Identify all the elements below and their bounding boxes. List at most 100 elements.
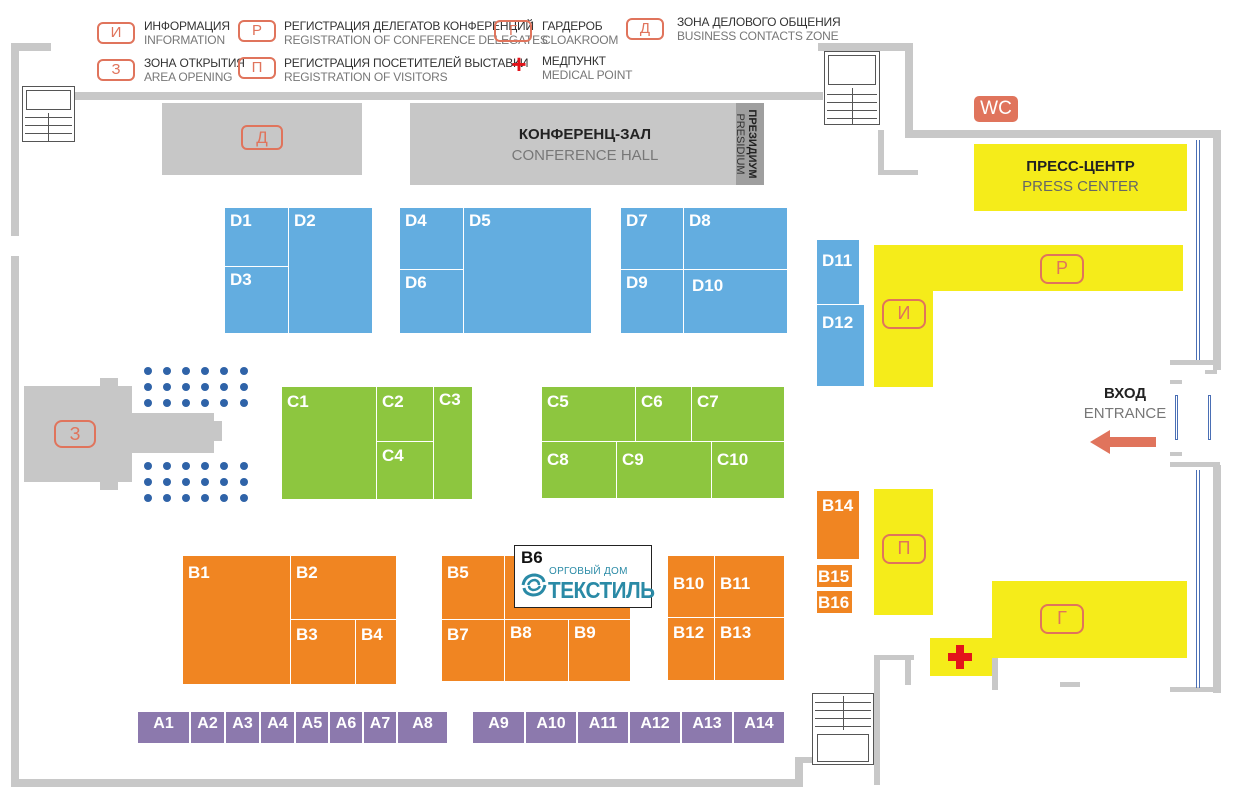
booth-d11[interactable]: D11 — [816, 239, 860, 305]
booth-a2[interactable]: A2 — [190, 711, 225, 744]
seat-dot — [163, 367, 171, 375]
legend-reg-delegates-en: REGISTRATION OF CONFERENCE DELEGATES — [284, 33, 548, 47]
booth-d4[interactable]: D4 — [399, 207, 464, 270]
seat-dot — [240, 399, 248, 407]
booth-b8[interactable]: B8 — [504, 619, 569, 682]
booth-b6-sponsor[interactable]: B6 ОРГОВЫЙ ДОМ ТЕКСТИЛЬ — [514, 545, 655, 608]
legend-medical-icon: + — [511, 49, 527, 79]
seat-dot — [182, 462, 190, 470]
seat-dot — [163, 383, 171, 391]
booth-d12[interactable]: D12 — [816, 304, 865, 387]
seat-dot — [182, 399, 190, 407]
booth-b12[interactable]: B12 — [667, 617, 715, 681]
booth-a4[interactable]: A4 — [260, 711, 295, 744]
entrance-title-ru: ВХОД — [1103, 385, 1147, 402]
booth-a3[interactable]: A3 — [225, 711, 260, 744]
booth-a13[interactable]: A13 — [681, 711, 733, 744]
legend-cloak-ru: ГАРДЕРОБ — [542, 19, 603, 33]
booth-d7[interactable]: D7 — [620, 207, 684, 270]
booth-a5[interactable]: A5 — [295, 711, 329, 744]
presidium-label-ru: ПРЕЗИДИУМ — [746, 109, 758, 179]
opening-zone — [24, 386, 132, 482]
seat-dot — [201, 383, 209, 391]
business-zone-badge: Д — [241, 125, 283, 150]
legend-cloak-badge: Г — [494, 20, 532, 42]
booth-c8[interactable]: C8 — [541, 441, 617, 499]
booth-d8[interactable]: D8 — [683, 207, 788, 270]
booth-a11[interactable]: A11 — [577, 711, 629, 744]
booth-d9[interactable]: D9 — [620, 269, 684, 334]
legend-info-ru: ИНФОРМАЦИЯ — [144, 19, 230, 33]
reg-delegates-badge: Р — [1040, 254, 1084, 284]
booth-b10[interactable]: B10 — [667, 555, 715, 618]
stairs-top-right — [824, 51, 880, 125]
booth-c6[interactable]: C6 — [635, 386, 692, 442]
booth-c4[interactable]: C4 — [376, 441, 434, 500]
booth-b16[interactable]: B16 — [816, 590, 853, 614]
seat-dot — [144, 494, 152, 502]
seat-dot — [163, 462, 171, 470]
reg-visitors-badge: П — [882, 534, 926, 564]
booth-a6[interactable]: A6 — [329, 711, 363, 744]
seat-dot — [163, 399, 171, 407]
booth-c3[interactable]: C3 — [433, 386, 473, 500]
booth-a14[interactable]: A14 — [733, 711, 785, 744]
entrance-title-en: ENTRANCE — [1083, 405, 1167, 422]
booth-c7[interactable]: C7 — [691, 386, 785, 442]
seat-dot — [144, 478, 152, 486]
legend-cloak-en: CLOAKROOM — [542, 33, 619, 47]
conference-title-en: CONFERENCE HALL — [511, 147, 659, 164]
entrance-arrow-icon — [1090, 430, 1160, 454]
booth-b3[interactable]: B3 — [290, 619, 356, 685]
booth-b13[interactable]: B13 — [714, 617, 785, 681]
seat-dot — [201, 478, 209, 486]
conference-title-ru: КОНФЕРЕНЦ-ЗАЛ — [518, 126, 652, 143]
booth-b14[interactable]: B14 — [816, 490, 860, 560]
booth-b9[interactable]: B9 — [568, 619, 631, 682]
info-badge: И — [882, 299, 926, 329]
sponsor-line1: ОРГОВЫЙ ДОМ — [549, 566, 628, 577]
press-title-en: PRESS CENTER — [1022, 178, 1139, 195]
seat-dot — [240, 383, 248, 391]
booth-b15[interactable]: B15 — [816, 564, 853, 588]
seat-dot — [163, 478, 171, 486]
booth-b7[interactable]: B7 — [441, 619, 505, 682]
booth-a7[interactable]: A7 — [363, 711, 397, 744]
booth-d6[interactable]: D6 — [399, 269, 464, 334]
booth-a12[interactable]: A12 — [629, 711, 681, 744]
presidium-label-en: PRESIDIUM — [734, 113, 746, 175]
legend-info-en: INFORMATION — [144, 33, 225, 47]
booth-a10[interactable]: A10 — [525, 711, 577, 744]
booth-c2[interactable]: C2 — [376, 386, 434, 442]
booth-a1[interactable]: A1 — [137, 711, 190, 744]
booth-d2[interactable]: D2 — [288, 207, 373, 334]
legend-opening-ru: ЗОНА ОТКРЫТИЯ — [144, 56, 245, 70]
seat-dot — [201, 494, 209, 502]
seat-dot — [144, 399, 152, 407]
seat-dot — [220, 399, 228, 407]
seat-dot — [182, 367, 190, 375]
booth-b4[interactable]: B4 — [355, 619, 397, 685]
sponsor-logo-icon — [519, 570, 549, 600]
booth-c9[interactable]: C9 — [616, 441, 712, 499]
legend-reg-visitors-badge: П — [238, 57, 276, 79]
seat-dot — [220, 383, 228, 391]
legend-business-ru: ЗОНА ДЕЛОВОГО ОБЩЕНИЯ — [677, 15, 841, 29]
conference-hall — [410, 103, 736, 185]
booth-d10[interactable]: D10 — [683, 269, 788, 334]
booth-d3[interactable]: D3 — [224, 266, 289, 334]
booth-c10[interactable]: C10 — [711, 441, 785, 499]
booth-d1[interactable]: D1 — [224, 207, 289, 267]
legend-opening-en: AREA OPENING — [144, 70, 233, 84]
presidium — [736, 103, 764, 185]
booth-b2[interactable]: B2 — [290, 555, 397, 620]
booth-c1[interactable]: C1 — [281, 386, 377, 500]
booth-b1[interactable]: B1 — [182, 555, 291, 685]
booth-a9[interactable]: A9 — [472, 711, 525, 744]
booth-d5[interactable]: D5 — [463, 207, 592, 334]
booth-a8[interactable]: A8 — [397, 711, 448, 744]
cloakroom-badge: Г — [1040, 604, 1084, 634]
booth-b11[interactable]: B11 — [714, 555, 785, 618]
cloakroom-zone — [992, 581, 1187, 658]
booth-c5[interactable]: C5 — [541, 386, 636, 442]
